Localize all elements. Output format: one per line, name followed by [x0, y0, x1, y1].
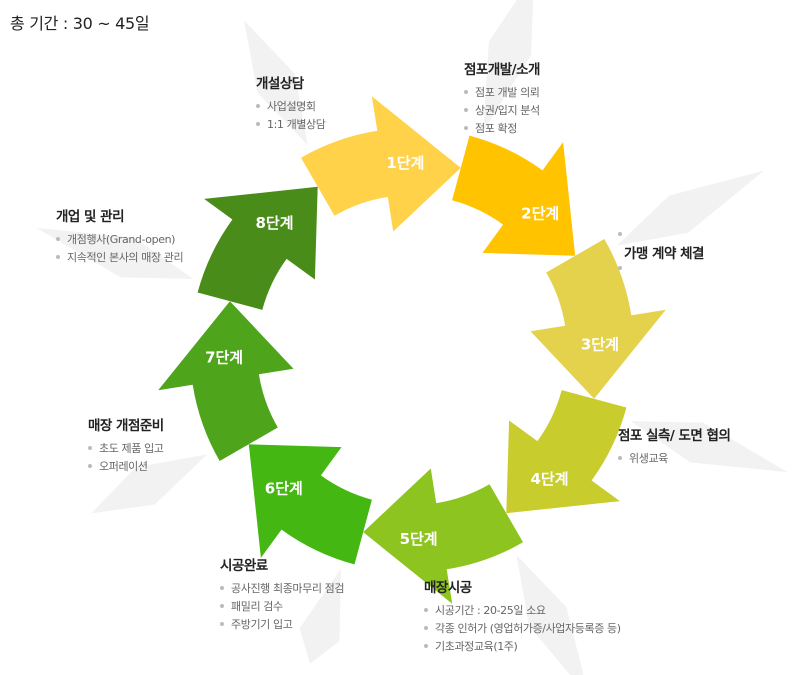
list-item: 오퍼레이션 [88, 458, 164, 476]
stage-8-arrow [197, 186, 318, 310]
stage-3-arrow [530, 239, 666, 399]
shadow-ray [616, 170, 764, 246]
list-item: 점포 개발 의뢰 [464, 84, 540, 102]
block-title: 개설상담 [256, 76, 304, 92]
list-item [618, 228, 704, 242]
list-item: 각종 인허가 (영업허가증/사업자등록증 등) [424, 620, 621, 638]
stage-4-label: 4단계 [530, 470, 568, 488]
stage-6-label: 6단계 [265, 480, 303, 498]
stage-1-arrow [301, 96, 461, 232]
stage-7-arrow [158, 301, 294, 461]
list-item: 개점행사(Grand-open) [56, 231, 183, 249]
stage-2-label: 2단계 [521, 205, 559, 223]
stage-7-label: 7단계 [205, 349, 243, 367]
list-item: 공사진행 최종마무리 점검 [220, 580, 345, 598]
stage-5-arrow [363, 468, 523, 604]
list-item: 지속적인 본사의 매장 관리 [56, 249, 184, 267]
list-item: 주방기기 입고 [220, 616, 344, 634]
block-construction: 매장시공 시공기간 : 20-25일 소요 각종 인허가 (영업허가증/사업자등… [424, 576, 621, 656]
block-consultation: 개설상담 사업설명회 1:1 개별상담 [256, 72, 326, 134]
shadow-ray [91, 454, 208, 514]
list-item: 기초과정교육(1주) [424, 638, 621, 656]
list-item: 초도 제품 입고 [88, 440, 164, 458]
block-opening-management: 개업 및 관리 개점행사(Grand-open) 지속적인 본사의 매장 관리 [56, 205, 184, 267]
list-item: 점포 확정 [464, 120, 540, 138]
stage-8-label: 8단계 [255, 214, 293, 232]
block-title: 가맹 계약 체결 [624, 246, 704, 262]
block-title: 개업 및 관리 [56, 209, 125, 225]
list-item: 1:1 개별상담 [256, 116, 326, 134]
stage-4-arrow [506, 390, 627, 514]
stage-5-label: 5단계 [400, 530, 438, 548]
list-item: 상권/입지 분석 [464, 102, 540, 120]
total-period: 총 기간 : 30 ~ 45일 [10, 14, 150, 33]
list-item: 위생교육 [618, 450, 730, 468]
block-survey: 점포 실측/ 도면 협의 위생교육 [618, 424, 731, 468]
block-store-development: 점포개발/소개 점포 개발 의뢰 상권/입지 분석 점포 확정 [464, 58, 540, 138]
block-completion: 시공완료 공사진행 최종마무리 점검 패밀리 검수 주방기기 입고 [220, 554, 345, 634]
stage-1-label: 1단계 [386, 154, 424, 172]
block-opening-prep: 매장 개점준비 초도 제품 입고 오퍼레이션 [88, 414, 164, 476]
stage-3-label: 3단계 [581, 335, 619, 353]
stage-2-arrow [452, 135, 576, 256]
block-title: 매장 개점준비 [88, 418, 164, 434]
list-item: 시공기간 : 20-25일 소요 [424, 602, 621, 620]
block-title: 점포개발/소개 [464, 62, 540, 78]
list-item [618, 262, 704, 276]
shadow-ray [630, 421, 788, 473]
list-item: 사업설명회 [256, 98, 325, 116]
block-title: 시공완료 [220, 558, 268, 574]
block-title: 점포 실측/ 도면 협의 [618, 428, 731, 444]
stage-6-arrow [248, 444, 372, 565]
block-contract: 가맹 계약 체결 [618, 228, 704, 276]
block-title: 매장시공 [424, 580, 472, 596]
list-item: 패밀리 검수 [220, 598, 344, 616]
